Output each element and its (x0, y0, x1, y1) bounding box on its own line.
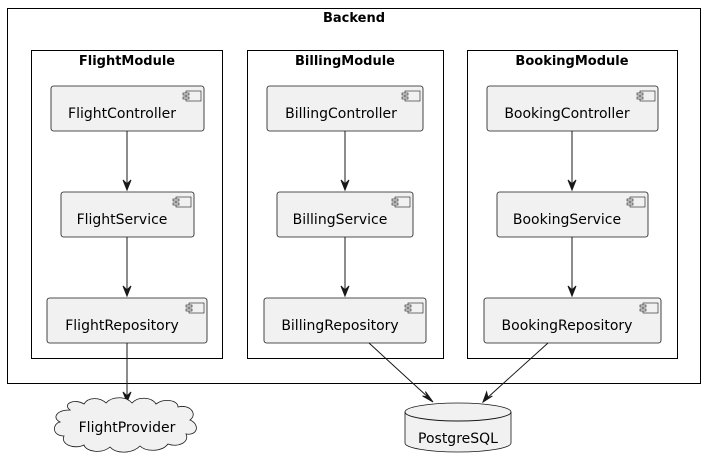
arrow-booking-repository-to-database (485, 342, 549, 400)
component-icon (172, 196, 192, 208)
booking-service-component[interactable]: BookingService (496, 191, 649, 238)
billing-repository-component[interactable]: BillingRepository (263, 297, 427, 344)
billing-repository-label: BillingRepository (281, 318, 398, 334)
cloud-shape (54, 397, 197, 453)
postgresql-label: PostgreSQL (418, 431, 498, 447)
billing-repository-box (263, 297, 427, 344)
arrowhead (340, 285, 350, 298)
flight-controller-component[interactable]: FlightController (50, 85, 205, 132)
component-icon (404, 302, 424, 314)
arrowhead (567, 179, 577, 192)
arrowhead (482, 390, 493, 404)
billing-module-frame (247, 50, 444, 359)
flight-service-label: FlightService (77, 212, 168, 228)
dependency-arrows (122, 131, 577, 404)
arrowhead (340, 179, 350, 192)
booking-module-title: BookingModule (515, 54, 628, 69)
component-icon (391, 196, 411, 208)
booking-controller-component[interactable]: BookingController (486, 85, 659, 132)
database-cylinder-shape (404, 402, 512, 453)
billing-module-title: BillingModule (295, 54, 395, 69)
backend-title: Backend (323, 11, 385, 26)
flight-provider-cloud[interactable]: FlightProvider (54, 397, 197, 453)
booking-controller-label: BookingController (504, 106, 630, 122)
billing-service-label: BillingService (293, 212, 388, 228)
postgresql-database[interactable]: PostgreSQL (404, 402, 512, 453)
flight-module-title: FlightModule (79, 54, 175, 69)
arrowhead (422, 391, 434, 403)
flight-repository-component[interactable]: FlightRepository (46, 297, 208, 344)
flight-provider-label: FlightProvider (79, 420, 176, 436)
billing-service-component[interactable]: BillingService (276, 191, 414, 238)
billing-controller-component[interactable]: BillingController (266, 85, 424, 132)
booking-repository-box (483, 297, 662, 344)
backend-frame (7, 8, 701, 384)
arrowhead (567, 285, 577, 298)
flight-controller-label: FlightController (68, 106, 176, 122)
arrowhead (122, 285, 132, 298)
backend-package: Backend (7, 8, 701, 384)
billing-module: BillingModule BillingController BillingS… (247, 50, 444, 359)
component-icon (185, 302, 205, 314)
component-icon (401, 90, 421, 102)
billing-controller-label: BillingController (285, 106, 397, 122)
flight-service-component[interactable]: FlightService (60, 191, 195, 238)
component-icon (626, 196, 646, 208)
database-rim (404, 411, 512, 422)
flight-module: FlightModule FlightController FlightServ… (31, 50, 223, 359)
booking-repository-component[interactable]: BookingRepository (483, 297, 662, 344)
flight-repository-label: FlightRepository (65, 318, 179, 334)
component-icon (636, 90, 656, 102)
booking-module: BookingModule BookingController BookingS… (467, 50, 678, 359)
component-icon (639, 302, 659, 314)
booking-module-frame (467, 50, 678, 359)
booking-service-label: BookingService (513, 212, 621, 228)
component-icon (182, 90, 202, 102)
arrow-billing-repository-to-database (368, 342, 431, 400)
booking-repository-label: BookingRepository (502, 318, 633, 334)
arrowhead (122, 179, 132, 192)
